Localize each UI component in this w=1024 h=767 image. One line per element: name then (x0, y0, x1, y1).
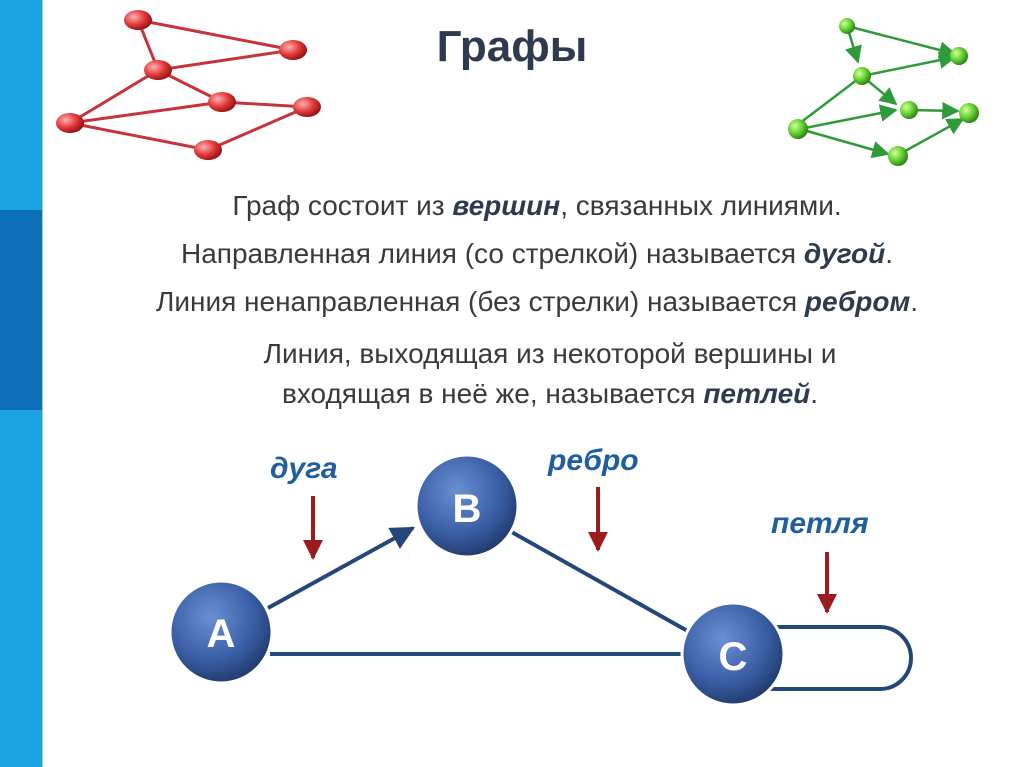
term-vertices: вершин (452, 190, 561, 221)
green-graph-illustration (788, 18, 979, 166)
definition-loop: Линия, выходящая из некоторой вершины и … (230, 334, 870, 414)
node-b-label: B (453, 487, 482, 531)
arc-a-to-b (267, 526, 416, 610)
sidebar-middle-band (0, 210, 42, 410)
sidebar-top-band (0, 0, 42, 210)
node-a-label: A (207, 612, 236, 656)
red-graph-illustration (56, 10, 321, 160)
definition-vertices: Граф состоит из вершин, связанных линиям… (50, 186, 1024, 226)
text-segment: Линия, выходящая из некоторой вершины и … (263, 338, 837, 409)
node-a: A (168, 579, 274, 685)
text-segment: . (885, 238, 893, 269)
sidebar-divider (42, 0, 43, 767)
node-b: B (414, 453, 520, 559)
text-segment: . (910, 286, 918, 317)
text-segment: . (810, 378, 819, 409)
term-arc: дугой (803, 238, 886, 269)
page-title: Графы (436, 22, 588, 71)
label-arc: дуга (270, 452, 338, 485)
definition-edge: Линия ненаправленная (без стрелки) назыв… (50, 282, 1024, 322)
text-segment: Направленная линия (со стрелкой) называе… (181, 238, 804, 269)
term-edge: ребром (804, 286, 911, 317)
text-segment: Граф состоит из (232, 190, 453, 221)
node-c-label: C (719, 635, 748, 679)
loop-c (770, 625, 913, 691)
sidebar-stripe (0, 0, 42, 767)
edge-b-to-c (507, 528, 701, 640)
label-loop: петля (771, 507, 869, 540)
term-loop: петлей (703, 378, 811, 409)
node-c: C (680, 601, 786, 707)
sidebar-bottom-band (0, 410, 42, 767)
label-edge: ребро (548, 444, 639, 477)
text-segment: Линия ненаправленная (без стрелки) назыв… (156, 286, 805, 317)
definition-arc: Направленная линия (со стрелкой) называе… (50, 234, 1024, 274)
text-segment: , связанных линиями. (560, 190, 842, 221)
